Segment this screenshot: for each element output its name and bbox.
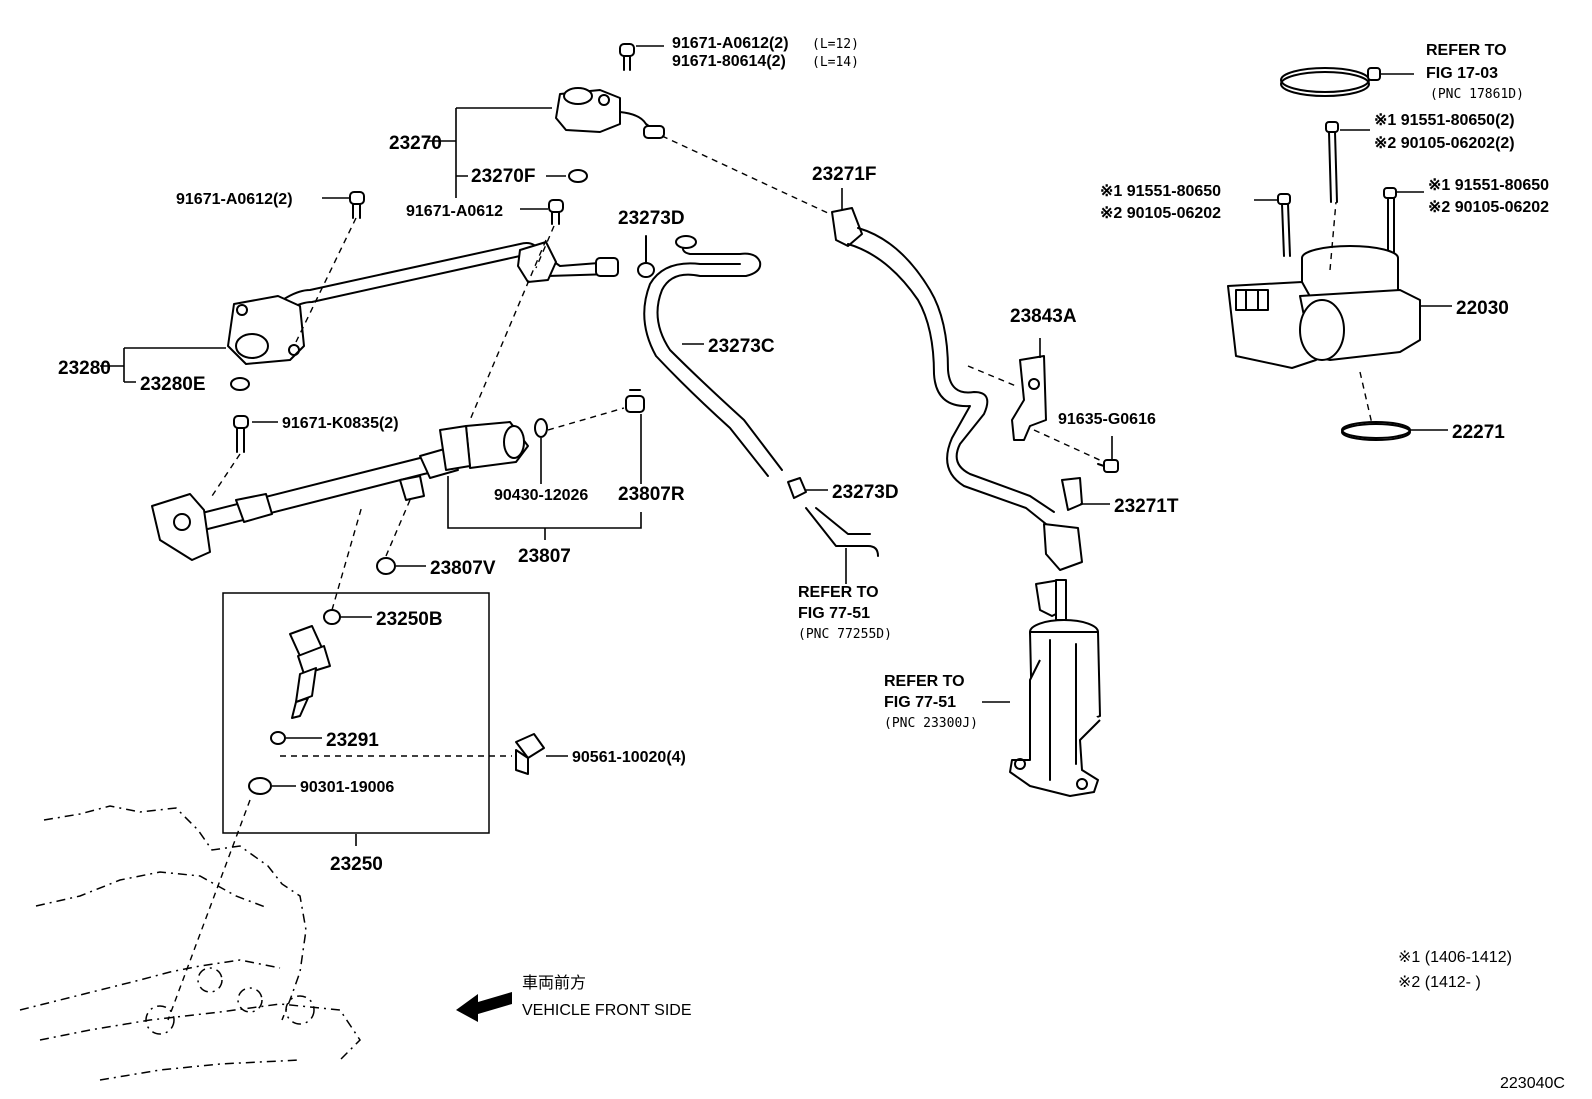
label-23270f: 23270F (471, 166, 535, 187)
o-ring-90301-19006 (248, 777, 272, 795)
throttle-bolt-top (1325, 121, 1339, 203)
refer-clamp-line1: REFER TO (1426, 42, 1507, 59)
insulator-23807v (376, 557, 396, 575)
label-23807: 23807 (518, 546, 571, 567)
charcoal-canister (1009, 579, 1101, 797)
label-23271f: 23271F (812, 164, 876, 185)
vapor-hose-23271f (831, 207, 1055, 525)
o-ring-90430-12026 (534, 418, 548, 438)
label-91671-a0612-2-l12: 91671-A0612(2) (672, 35, 789, 52)
bolt-note-right-2: ※2 90105-06202 (1428, 199, 1549, 216)
evap-hose-stub (805, 507, 879, 557)
label-91671-a0612: 91671-A0612 (406, 203, 503, 220)
label-23273c: 23273C (708, 336, 775, 357)
label-91635-g0616: 91635-G0616 (1058, 411, 1156, 428)
label-22030: 22030 (1456, 298, 1509, 319)
label-91671-a0612-2: 91671-A0612(2) (176, 191, 293, 208)
clip-23271t (1061, 477, 1083, 511)
o-ring-23270f (568, 169, 588, 183)
hose-connector (1043, 523, 1083, 571)
label-23250b: 23250B (376, 609, 443, 630)
label-90430-12026: 90430-12026 (494, 487, 588, 504)
label-23807r: 23807R (618, 484, 685, 505)
label-23270: 23270 (389, 133, 442, 154)
label-91671-k0835: 91671-K0835(2) (282, 415, 399, 432)
bolt-note-top-right-2: ※2 90105-06202(2) (1374, 135, 1515, 152)
refer-clamp-line3: (PNC 17861D) (1430, 87, 1524, 102)
bolt-note-left-1: ※1 91551-80650 (1100, 183, 1221, 200)
figure-code: 223040C (1500, 1075, 1565, 1092)
refer-evap-line3: (PNC 77255D) (798, 627, 892, 642)
clip-23273d-top (637, 235, 655, 278)
throttle-body-22030 (1227, 245, 1421, 369)
footnote-1: ※1 (1406-1412) (1398, 949, 1512, 966)
grommet-90561-10020 (515, 733, 545, 775)
bracket-23843a (1011, 355, 1047, 441)
label-l14: (L=14) (812, 55, 859, 70)
label-23807v: 23807V (430, 558, 496, 579)
refer-evap-line2: FIG 77-51 (798, 605, 870, 622)
label-23250: 23250 (330, 854, 383, 875)
bolt-note-right-1: ※1 91551-80650 (1428, 177, 1549, 194)
cushion-23291 (270, 731, 286, 745)
gasket-22271 (1341, 421, 1411, 441)
label-91671-80614-2: 91671-80614(2) (672, 53, 786, 70)
label-23843a: 23843A (1010, 306, 1077, 327)
fuel-hose-23273c (643, 235, 783, 477)
bolt-91671-a0612 (548, 199, 564, 225)
vehicle-front-arrow-icon (456, 992, 512, 1022)
bolt-note-left-2: ※2 90105-06202 (1100, 205, 1221, 222)
direction-english: VEHICLE FRONT SIDE (522, 1002, 692, 1019)
engine-block-outline (19, 805, 361, 1081)
refer-canister-line1: REFER TO (884, 673, 965, 690)
pressure-regulator-23270-part (555, 87, 665, 139)
throttle-bolt-left (1277, 193, 1291, 257)
o-ring-23280e (230, 377, 250, 391)
clip-23273d-bottom (787, 477, 807, 499)
label-23280: 23280 (58, 358, 111, 379)
fuel-delivery-pipe-23807 (151, 421, 529, 561)
bolt-91671-a0612-top (619, 43, 635, 71)
refer-evap-line1: REFER TO (798, 584, 879, 601)
label-23273d-top: 23273D (618, 208, 685, 229)
refer-canister-line2: FIG 77-51 (884, 694, 956, 711)
footnote-2: ※2 (1412- ) (1398, 974, 1481, 991)
label-23291: 23291 (326, 730, 379, 751)
fuel-line-with-damper (227, 241, 619, 391)
direction-japanese: 車両前方 (522, 974, 586, 992)
fuel-injector (289, 625, 331, 719)
label-23273d-bottom: 23273D (832, 482, 899, 503)
bolt-note-top-right-1: ※1 91551-80650(2) (1374, 112, 1515, 129)
bolt-91671-a0612-2 (349, 191, 365, 219)
pulsation-damper-23807r (625, 389, 645, 413)
bolt-91635-g0616 (1097, 459, 1119, 473)
label-l12: (L=12) (812, 37, 859, 52)
bolt-91671-k0835 (233, 415, 249, 453)
label-90301-19006: 90301-19006 (300, 779, 394, 796)
label-90561-10020: 90561-10020(4) (572, 749, 686, 766)
o-ring-23250b (323, 609, 341, 625)
label-23271t: 23271T (1114, 496, 1179, 517)
injector-kit-box (222, 592, 490, 834)
label-22271: 22271 (1452, 422, 1505, 443)
refer-clamp-line2: FIG 17-03 (1426, 65, 1498, 82)
label-23280e: 23280E (140, 374, 206, 395)
refer-canister-line3: (PNC 23300J) (884, 716, 978, 731)
throttle-bolt-right (1383, 187, 1397, 253)
hose-clamp (1280, 67, 1381, 97)
